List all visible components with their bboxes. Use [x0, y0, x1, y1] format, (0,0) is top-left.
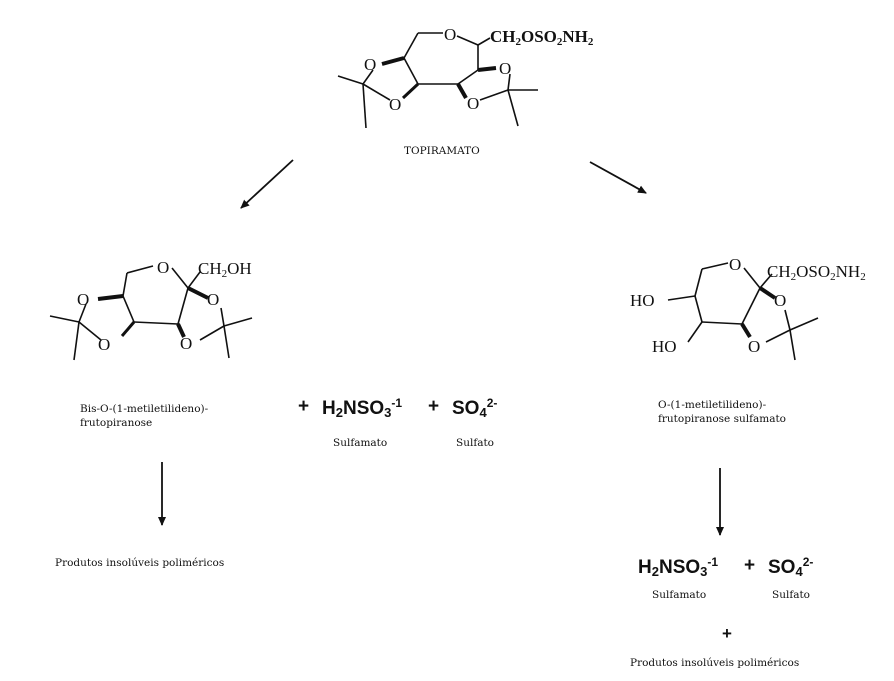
- right-sub-2b: 2: [830, 271, 836, 283]
- left-ch: CH: [198, 259, 222, 278]
- center-plus-1: +: [298, 396, 310, 417]
- left-o-right-bottom: O: [180, 334, 192, 353]
- br-sulfamate-sub2: 3: [700, 564, 708, 579]
- left-o-left-bottom: O: [98, 335, 110, 354]
- left-sub-2: 2: [222, 268, 228, 280]
- center-sulfate-so: SO: [452, 398, 480, 419]
- arrow-to-left-product: [240, 159, 294, 209]
- br-sulfate-so: SO: [768, 557, 796, 578]
- topiramato-ch: CH: [490, 27, 516, 46]
- br-sulfate-charge: 2-: [802, 555, 814, 569]
- center-sulfamate-nso: NSO: [342, 398, 385, 419]
- left-product-structure: [49, 265, 253, 361]
- br-sulfamate-nso: NSO: [658, 557, 701, 578]
- right-product-name-line1: O-(1-metiletilideno)-: [658, 399, 767, 411]
- topiramato-sub-2c: 2: [588, 36, 594, 48]
- left-oh: OH: [227, 259, 252, 278]
- br-sulfate-sub: 4: [795, 564, 803, 579]
- right-oso: OSO: [796, 262, 830, 281]
- topiramato-o-right-bottom: O: [467, 94, 479, 113]
- right-sub-2c: 2: [860, 271, 866, 283]
- left-substituent: CH2OH: [198, 259, 252, 280]
- bottom-right-plus-1: +: [744, 555, 756, 576]
- right-product-name-line2: frutopiranose sulfamato: [658, 413, 787, 425]
- right-ring-o: O: [729, 255, 741, 274]
- right-substituent: CH2OSO2NH2: [767, 262, 866, 283]
- topiramato-substituent: CH2OSO2NH2: [490, 27, 594, 48]
- right-ho-top: HO: [630, 291, 655, 310]
- topiramato-oso: OSO: [521, 27, 557, 46]
- center-sulfamate-sub1: 2: [335, 405, 343, 420]
- bottom-right-sulfate: SO42-: [768, 555, 813, 579]
- right-sub-2a: 2: [791, 271, 797, 283]
- topiramato-sub-2a: 2: [516, 36, 522, 48]
- right-ch: CH: [767, 262, 791, 281]
- left-product-name-line2: frutopiranose: [80, 417, 153, 429]
- br-sulfamate-h: H: [638, 557, 652, 578]
- center-sulfamate-h: H: [322, 398, 336, 419]
- right-ho-bottom: HO: [652, 337, 677, 356]
- bottom-right-sulfato-label: Sulfato: [772, 589, 811, 601]
- topiramato-sub-2b: 2: [557, 36, 563, 48]
- right-nh: NH: [836, 262, 861, 281]
- topiramato-label: TOPIRAMATO: [404, 145, 480, 157]
- topiramato-structure: [337, 32, 538, 129]
- br-sulfamate-sub1: 2: [651, 564, 659, 579]
- br-sulfamate-charge: -1: [707, 555, 719, 569]
- topiramato-o-right-top: O: [499, 59, 511, 78]
- center-sulfamate-charge: -1: [391, 396, 403, 410]
- topiramato-o-left-bottom: O: [389, 95, 401, 114]
- center-sulfamate: H2NSO3-1: [322, 396, 402, 420]
- center-sulfamato-label: Sulfamato: [333, 437, 388, 449]
- bottom-right-sulfamato-label: Sulfamato: [652, 589, 707, 601]
- arrow-to-right-product: [589, 161, 647, 194]
- bottom-right-products: Produtos insolúveis poliméricos: [630, 657, 800, 669]
- center-sulfate: SO42-: [452, 396, 497, 420]
- left-o-left-top: O: [77, 290, 89, 309]
- center-sulfate-sub: 4: [479, 405, 487, 420]
- left-o-right-top: O: [207, 290, 219, 309]
- bottom-left-products: Produtos insolúveis poliméricos: [55, 557, 225, 569]
- bottom-right-plus-2: +: [722, 624, 732, 643]
- topiramato-ring-o: O: [444, 25, 456, 44]
- topiramato-nh: NH: [562, 27, 588, 46]
- right-o-right-bottom: O: [748, 337, 760, 356]
- topiramato-o-left-top: O: [364, 55, 376, 74]
- center-plus-2: +: [428, 396, 440, 417]
- center-sulfato-label: Sulfato: [456, 437, 495, 449]
- center-sulfamate-sub2: 3: [384, 405, 392, 420]
- center-sulfate-charge: 2-: [486, 396, 498, 410]
- left-ring-o: O: [157, 258, 169, 277]
- left-product-name-line1: Bis-O-(1-metiletilideno)-: [80, 403, 209, 415]
- right-product-structure: [667, 262, 819, 361]
- bottom-right-sulfamate: H2NSO3-1: [638, 555, 718, 579]
- right-o-right-top: O: [774, 291, 786, 310]
